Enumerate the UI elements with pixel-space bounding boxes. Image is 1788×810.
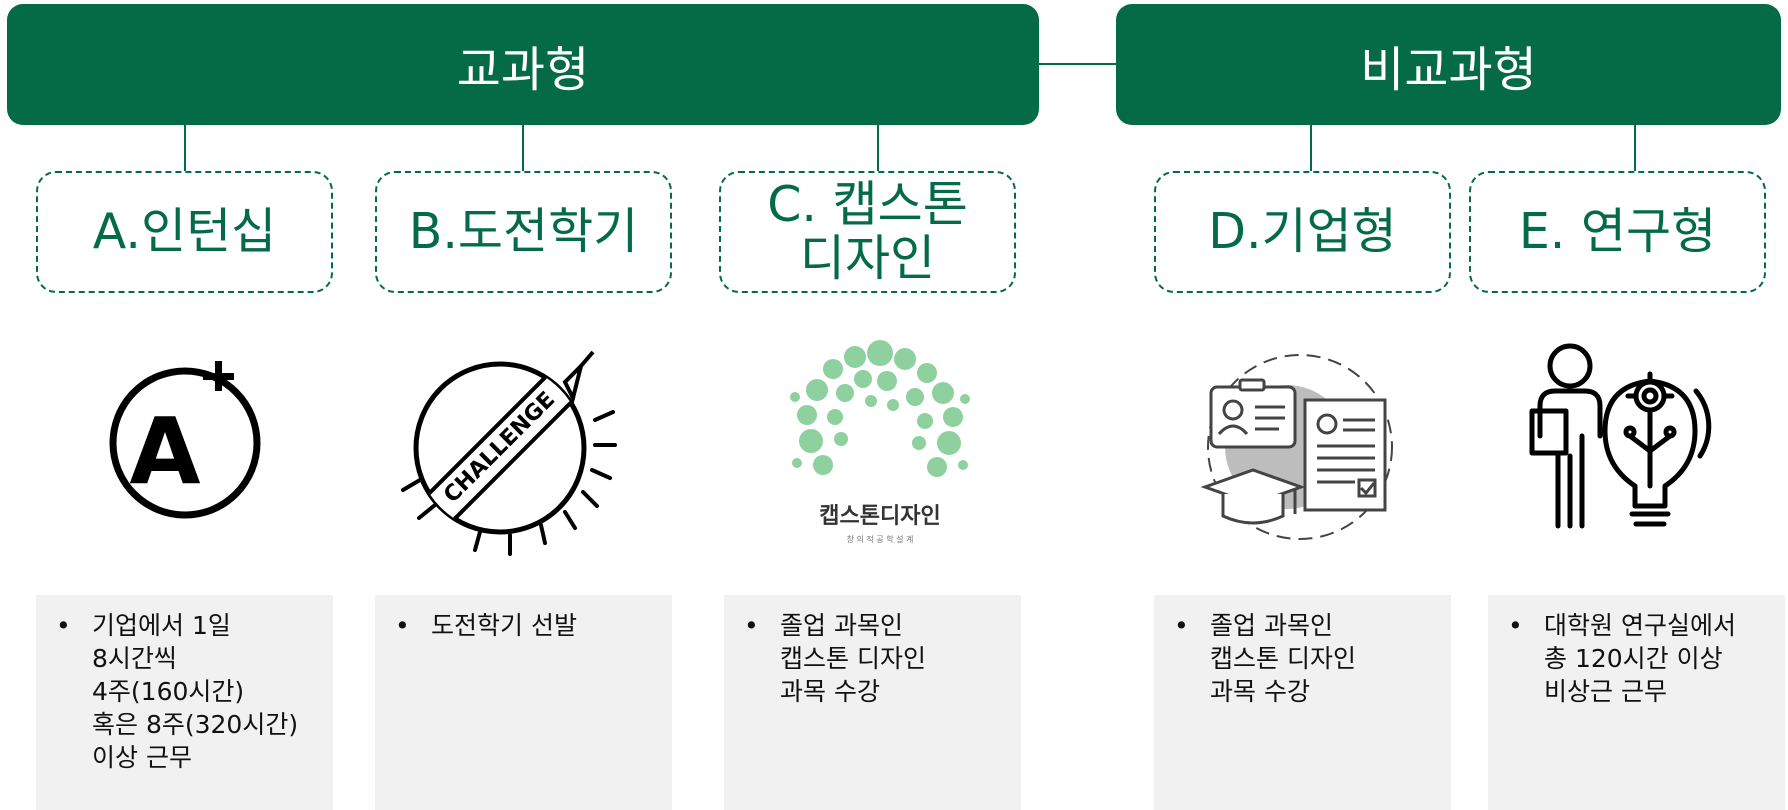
curricular-header: 교과형 xyxy=(7,4,1039,125)
description-capstone-text: 졸업 과목인 캡스톤 디자인 과목 수강 xyxy=(744,609,1007,708)
connector-c xyxy=(877,125,879,171)
category-corporate-label: D.기업형 xyxy=(1208,203,1397,260)
description-capstone: 졸업 과목인 캡스톤 디자인 과목 수강 xyxy=(724,595,1021,810)
description-corporate: 졸업 과목인 캡스톤 디자인 과목 수강 xyxy=(1154,595,1451,810)
non-curricular-header-label: 비교과형 xyxy=(1360,41,1537,98)
challenge-text: CHALLENGE xyxy=(439,387,560,508)
category-research-label: E. 연구형 xyxy=(1518,203,1717,260)
capstone-design-icon: 캡스톤디자인 창 의 적 공 학 설 계 xyxy=(790,340,970,544)
category-capstone-label-line1: C. 캡스톤 xyxy=(767,176,968,233)
category-challenge-semester: B.도전학기 xyxy=(375,171,672,293)
category-internship: A.인턴십 xyxy=(36,171,333,293)
category-corporate: D.기업형 xyxy=(1154,171,1451,293)
challenge-icon: CHALLENGE xyxy=(401,350,617,556)
research-idea-icon xyxy=(1529,343,1712,529)
connector-e xyxy=(1634,125,1636,171)
a-plus-letter: A xyxy=(129,398,200,505)
description-internship: 기업에서 1일 8시간씩 4주(160시간) 혹은 8주(320시간) 이상 근… xyxy=(36,595,333,810)
category-capstone: C. 캡스톤 디자인 xyxy=(719,171,1016,293)
category-research: E. 연구형 xyxy=(1469,171,1766,293)
description-challenge-semester: 도전학기 선발 xyxy=(375,595,672,810)
header-connector xyxy=(1039,63,1116,65)
connector-d xyxy=(1310,125,1312,171)
non-curricular-header: 비교과형 xyxy=(1116,4,1781,125)
connector-b xyxy=(522,125,524,171)
category-challenge-semester-label: B.도전학기 xyxy=(408,203,639,260)
description-research-text: 대학원 연구실에서 총 120시간 이상 비상근 근무 xyxy=(1508,609,1771,708)
corporate-resume-icon xyxy=(1200,354,1393,540)
curricular-header-label: 교과형 xyxy=(456,41,590,98)
description-corporate-text: 졸업 과목인 캡스톤 디자인 과목 수강 xyxy=(1174,609,1437,708)
description-internship-text: 기업에서 1일 8시간씩 4주(160시간) 혹은 8주(320시간) 이상 근… xyxy=(56,609,319,774)
description-research: 대학원 연구실에서 총 120시간 이상 비상근 근무 xyxy=(1488,595,1785,810)
description-challenge-semester-text: 도전학기 선발 xyxy=(395,609,658,642)
category-internship-label: A.인턴십 xyxy=(92,203,277,260)
a-plus-icon: A xyxy=(109,361,261,519)
capstone-logo-subtext: 창 의 적 공 학 설 계 xyxy=(847,534,914,544)
category-capstone-label-line2: 디자인 xyxy=(799,230,936,287)
connector-a xyxy=(184,125,186,171)
capstone-logo-text: 캡스톤디자인 xyxy=(819,504,940,529)
